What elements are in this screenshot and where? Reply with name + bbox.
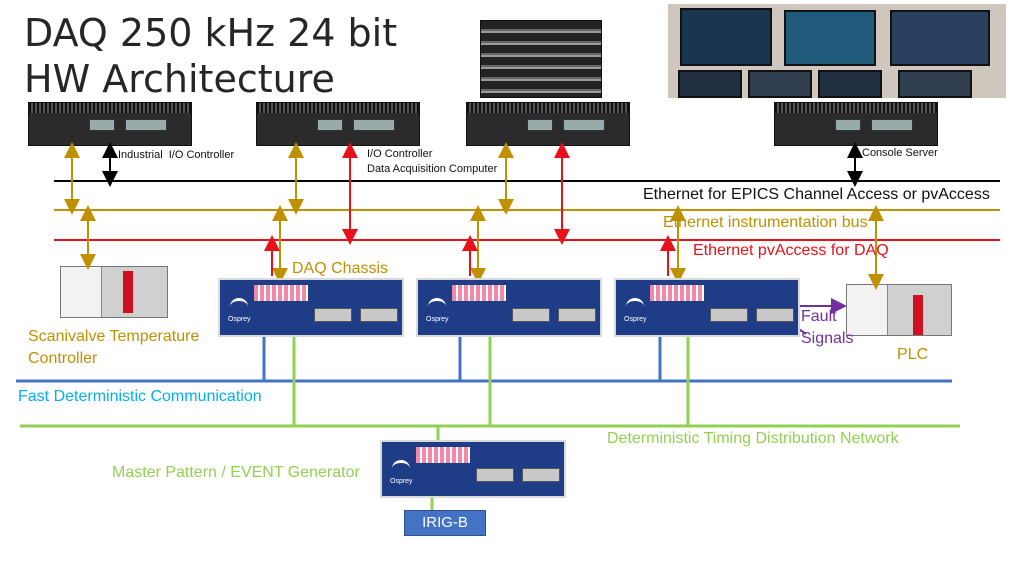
master-generator-chassis: Osprey	[380, 440, 566, 498]
daq-chassis-2: Osprey	[416, 278, 602, 337]
fast-comm-label: Fast Deterministic Communication	[18, 388, 262, 405]
scanivalve-label: Scanivalve Temperature Controller	[28, 328, 200, 367]
title-line-1: DAQ 250 kHz 24 bit	[24, 11, 398, 55]
daq-chassis-1: Osprey	[218, 278, 404, 337]
title-line-2: HW Architecture	[24, 57, 335, 101]
daq-computer-label: Data Acquisition Computer	[367, 163, 498, 175]
device-brand-label: Osprey	[390, 478, 413, 485]
daq-chassis-3: Osprey	[614, 278, 800, 337]
industrial-io-controller-image	[28, 102, 192, 146]
fault-signals-label: Fault Signals	[801, 308, 854, 347]
daq-computer-image	[466, 102, 630, 146]
server-rack-image	[480, 20, 602, 98]
timing-network-label: Deterministic Timing Distribution Networ…	[607, 430, 899, 447]
device-brand-label: Osprey	[228, 316, 251, 323]
master-generator-label: Master Pattern / EVENT Generator	[112, 464, 360, 481]
plc-label: PLC	[897, 346, 929, 363]
instrumentation-bus-label: Ethernet instrumentation bus	[663, 214, 868, 231]
pvaccess-daq-label: Ethernet pvAccess for DAQ	[693, 242, 889, 259]
io-controller-label: I/O Controller	[367, 148, 433, 160]
industrial-controller-label: Industrial I/O Controller	[118, 149, 235, 161]
scanivalve-controller-image	[60, 266, 168, 318]
epics-bus-label: Ethernet for EPICS Channel Access or pvA…	[643, 186, 990, 203]
daq-chassis-label: DAQ Chassis	[292, 260, 389, 277]
irig-b-box: IRIG-B	[404, 510, 486, 536]
io-controller-image	[256, 102, 420, 146]
device-brand-label: Osprey	[624, 316, 647, 323]
plc-image	[846, 284, 952, 336]
control-room-image	[668, 4, 1006, 98]
console-server-label: Console Server	[862, 147, 938, 159]
console-server-image	[774, 102, 938, 146]
device-brand-label: Osprey	[426, 316, 449, 323]
